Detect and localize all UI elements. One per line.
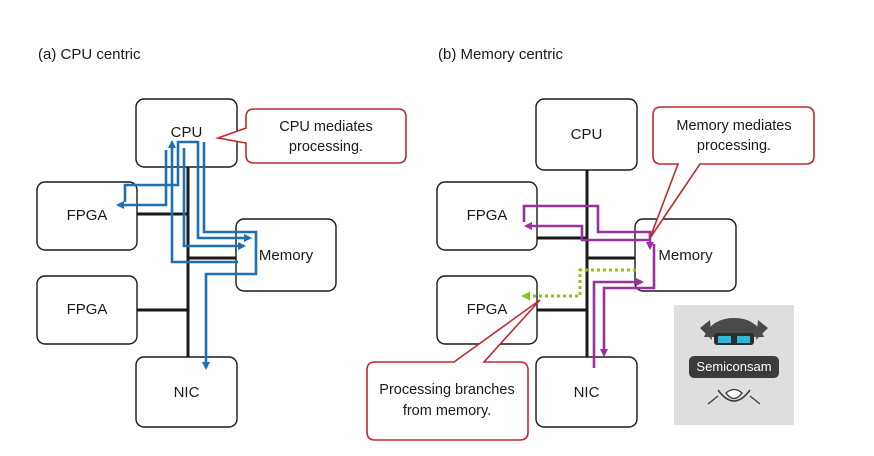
panel-b-path-memory-to-nic bbox=[600, 244, 656, 357]
panel-a-callout bbox=[214, 108, 407, 164]
panel-b-path-memory-to-fpga bbox=[524, 222, 650, 242]
panel-a-callout-line-2: processing. bbox=[289, 139, 363, 155]
watermark-badge: Semiconsam bbox=[674, 305, 794, 425]
panel-a-callout-line-1: CPU mediates bbox=[279, 119, 372, 135]
panel-b-memory-box bbox=[634, 218, 737, 292]
panel-b-memory-label: Memory bbox=[658, 247, 713, 264]
panel-b-callout-bottom-line-2: from memory. bbox=[403, 403, 491, 419]
panel-a-nic-box bbox=[135, 356, 238, 428]
panel-b-fpga-1-label: FPGA bbox=[467, 207, 508, 224]
panel-a-memory-box bbox=[235, 218, 337, 292]
panel-b-path-fpga-to-memory bbox=[522, 204, 654, 250]
watermark-text: Semiconsam bbox=[696, 359, 771, 374]
panel-b-path-branch-to-fpga bbox=[521, 268, 636, 301]
panel-a-title: (a) CPU centric bbox=[38, 46, 141, 63]
panel-b-title: (b) Memory centric bbox=[438, 46, 564, 63]
panel-b-bus bbox=[537, 170, 636, 357]
panel-a-path-memory-to-nic bbox=[202, 142, 258, 370]
panel-a-cpu-label: CPU bbox=[171, 124, 203, 141]
panel-a-fpga-2-box bbox=[36, 275, 138, 345]
panel-a-fpga-1-box bbox=[36, 181, 138, 251]
panel-a-fpga-2-label: FPGA bbox=[67, 301, 108, 318]
panel-a-path-fpga-to-memory bbox=[123, 140, 252, 242]
panel-a-cpu-paths bbox=[116, 140, 258, 370]
panel-b-cpu-label: CPU bbox=[571, 126, 603, 143]
panel-b-path-nic-to-memory bbox=[592, 278, 644, 368]
panel-b-callout-bottom-line-1: Processing branches bbox=[379, 382, 514, 398]
panel-a-path-cpu-to-fpga bbox=[116, 150, 168, 209]
panel-b-callout-top-line-1: Memory mediates bbox=[676, 118, 791, 134]
panel-a-nic-label: NIC bbox=[174, 384, 200, 401]
panel-a-fpga-1-label: FPGA bbox=[67, 207, 108, 224]
panel-b-nic-label: NIC bbox=[574, 384, 600, 401]
panel-b-fpga-2-label: FPGA bbox=[467, 301, 508, 318]
panel-b-memory-paths bbox=[522, 204, 656, 368]
panel-a-path-memory-to-cpu bbox=[168, 140, 238, 264]
panel-b-nic-box bbox=[535, 356, 638, 428]
panel-b-callout-bottom bbox=[366, 299, 541, 441]
panel-b-callout-top bbox=[649, 106, 815, 239]
panel-a-path-cpu-to-memory bbox=[182, 148, 246, 250]
mascot-icon bbox=[700, 318, 768, 405]
panel-b-cpu-box bbox=[535, 98, 638, 171]
panel-a-memory-label: Memory bbox=[259, 247, 314, 264]
panel-b-fpga-1-box bbox=[436, 181, 538, 251]
panel-b-callout-top-line-2: processing. bbox=[697, 138, 771, 154]
